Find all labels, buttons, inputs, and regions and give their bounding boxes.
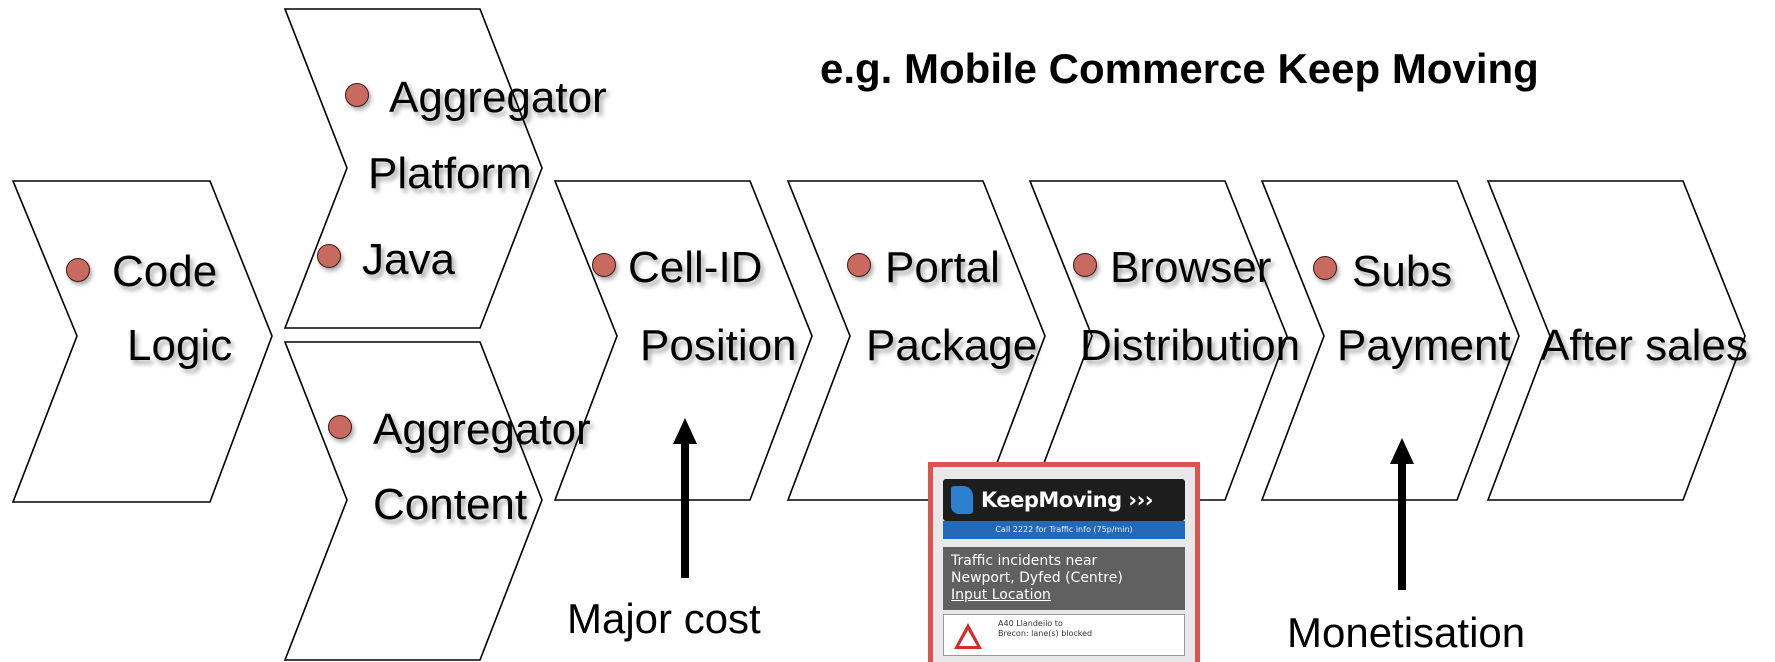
phone-header: KeepMoving ›››: [943, 479, 1185, 521]
bullet-dot-browser: [1073, 253, 1097, 277]
bullet-dot-java: [317, 244, 341, 268]
phone-traffic-panel: Traffic incidents near Newport, Dyfed (C…: [943, 547, 1185, 610]
chevron-after-sales: [1486, 180, 1746, 501]
stage-subs-bullet: Subs: [1352, 247, 1453, 296]
stage-cell-id-bullet: Cell-ID: [628, 243, 763, 292]
stage-payment-label: Payment: [1337, 321, 1511, 370]
aggregator-content-label: Content: [373, 480, 528, 529]
monetisation-annotation: Monetisation: [1287, 609, 1526, 656]
bullet-dot-code: [66, 258, 90, 282]
arrow-major-cost: [673, 418, 697, 578]
phone-brand: KeepMoving ›››: [981, 488, 1153, 512]
aggregator-platform-bullet: Aggregator: [389, 73, 607, 122]
stage-logic-label: Logic: [127, 321, 233, 370]
phone-incident-line-1: A40 Llandeilo to: [998, 619, 1063, 628]
bullet-dot-aggregator-platform: [345, 83, 369, 107]
warning-triangle-icon: [954, 623, 982, 649]
stage-code-bullet: Code: [112, 247, 218, 296]
phone-incident-line-2: Brecon: lane(s) blocked: [998, 629, 1093, 638]
stage-after-sales-label: After sales: [1540, 321, 1748, 370]
bullet-dot-portal: [847, 253, 871, 277]
phone-panel-line-2: Newport, Dyfed (Centre): [951, 570, 1123, 586]
major-cost-annotation: Major cost: [567, 595, 761, 642]
uk-map-logo-icon: [951, 486, 973, 514]
bullet-dot-subs: [1313, 256, 1337, 280]
stage-distribution-label: Distribution: [1080, 321, 1301, 370]
bullet-dot-cell-id: [592, 253, 616, 277]
java-bullet: Java: [362, 235, 455, 284]
diagram-title: e.g. Mobile Commerce Keep Moving: [820, 45, 1539, 92]
aggregator-platform-label: Platform: [368, 149, 532, 198]
phone-incident-text: A40 Llandeilo to Brecon: lane(s) blocked: [998, 619, 1092, 639]
aggregator-content-bullet: Aggregator: [373, 405, 591, 454]
phone-panel-line-1: Traffic incidents near: [951, 553, 1098, 569]
phone-input-location-link[interactable]: Input Location: [951, 587, 1051, 603]
arrow-monetisation: [1390, 438, 1414, 590]
stage-position-label: Position: [640, 321, 797, 370]
stage-browser-bullet: Browser: [1110, 243, 1272, 292]
stage-portal-bullet: Portal: [885, 243, 1000, 292]
phone-incident-item[interactable]: A40 Llandeilo to Brecon: lane(s) blocked: [943, 614, 1185, 656]
chevron-cell-id-position: [553, 180, 813, 501]
phone-call-banner: Call 2222 for Traffic info (75p/min): [943, 521, 1185, 539]
stage-package-label: Package: [866, 321, 1038, 370]
bullet-dot-aggregator-content: [328, 415, 352, 439]
keep-moving-phone-screenshot: KeepMoving ››› Call 2222 for Traffic inf…: [928, 462, 1200, 662]
